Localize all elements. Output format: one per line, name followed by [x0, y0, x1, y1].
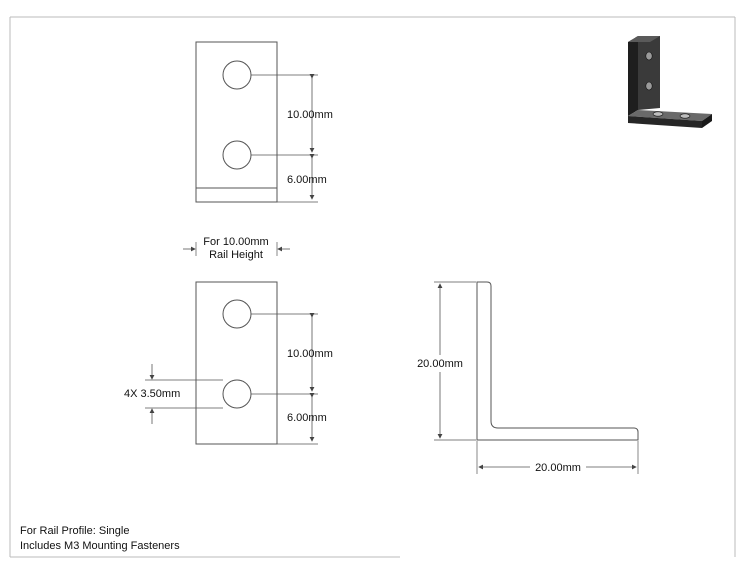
top-view-hole-lower	[222, 140, 252, 170]
side-dim-height-label: 20.00mm	[417, 358, 463, 370]
side-view	[434, 281, 639, 474]
note-fasteners: Includes M3 Mounting Fasteners	[20, 540, 180, 552]
bracket-isometric-image	[628, 36, 712, 128]
front-view-plate	[195, 281, 278, 445]
note-rail-profile: For Rail Profile: Single	[20, 525, 130, 537]
side-view-profile	[476, 281, 639, 441]
rail-height-label-line2: Rail Height	[209, 249, 263, 261]
rail-height-label-line1: For 10.00mm	[203, 236, 268, 248]
front-view-hole-lower	[222, 379, 252, 409]
sheet-border	[9, 16, 736, 558]
front-dim-spacing-label: 10.00mm	[287, 348, 333, 360]
front-dim-edge-label: 6.00mm	[287, 412, 327, 424]
top-view	[195, 41, 318, 203]
top-dim-edge-label: 6.00mm	[287, 174, 327, 186]
top-dim-spacing-label: 10.00mm	[287, 109, 333, 121]
front-view-hole-upper	[222, 299, 252, 329]
top-view-plate	[195, 41, 278, 203]
top-view-hole-upper	[222, 60, 252, 90]
side-dim-width-label: 20.00mm	[535, 462, 581, 474]
hole-dia-label: 4X 3.50mm	[124, 388, 180, 400]
front-view	[145, 242, 318, 445]
